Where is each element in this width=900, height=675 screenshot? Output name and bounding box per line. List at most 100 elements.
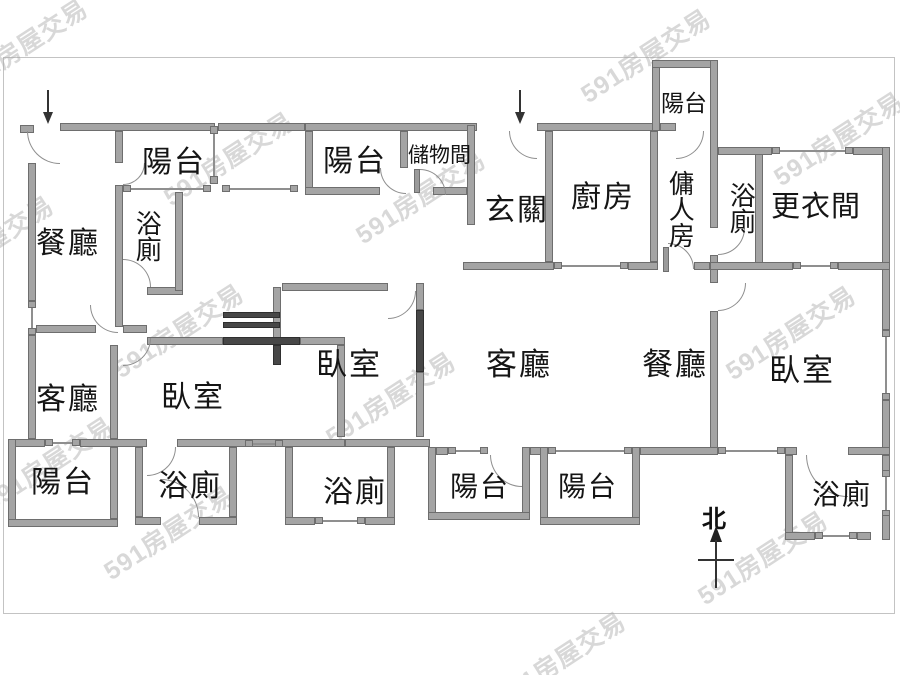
wall-segment [282, 283, 388, 291]
window [882, 330, 890, 337]
north-arrow-icon [698, 559, 734, 561]
wall-segment [710, 60, 718, 228]
closet-bar [223, 322, 280, 328]
wall-segment [147, 287, 183, 295]
wall-segment [110, 345, 118, 439]
closet-wall [223, 337, 300, 345]
window [245, 440, 253, 447]
wall-segment [285, 447, 293, 525]
window [28, 301, 36, 308]
window [123, 185, 131, 192]
room-label-bedroom-2: 臥室 [316, 347, 382, 382]
window [210, 126, 218, 134]
window [203, 185, 211, 192]
wall-segment [305, 123, 477, 131]
wall-segment [285, 517, 315, 525]
room-label-balcony-3: 陽台 [450, 472, 511, 503]
wall-segment [522, 447, 530, 520]
window [448, 447, 456, 454]
room-label-entry: 玄關 [485, 194, 549, 227]
room-label-balcony-4: 陽台 [558, 472, 619, 503]
window [315, 517, 323, 524]
window [131, 188, 203, 190]
wall-segment [135, 517, 161, 525]
room-label-bath-top: 浴廁 [726, 182, 756, 234]
window [53, 442, 72, 444]
wall-segment [416, 283, 424, 310]
window [885, 337, 887, 393]
wall-segment [785, 455, 793, 540]
room-label-dining-1: 餐廳 [36, 227, 100, 260]
north-arrow-icon [710, 526, 722, 542]
window [45, 439, 53, 446]
wall-segment [147, 337, 223, 345]
wall-segment [785, 447, 797, 455]
wall-segment [8, 519, 118, 527]
room-label-bath-bl: 浴廁 [158, 470, 222, 503]
room-label-dressing-room: 更衣間 [771, 191, 862, 223]
wall-segment [229, 447, 237, 517]
room-label-bedroom-3: 臥室 [769, 353, 835, 388]
room-label-maid-room: 傭人房 [665, 170, 695, 248]
plan-border [3, 57, 895, 614]
wall-segment [710, 311, 718, 455]
wall-segment [365, 517, 395, 525]
window [72, 439, 80, 446]
window [801, 265, 830, 267]
wall-segment [123, 325, 147, 333]
window [357, 517, 365, 524]
window [275, 440, 283, 447]
room-label-balcony-top: 陽台 [661, 91, 707, 116]
wall-segment [36, 325, 96, 333]
window [718, 447, 726, 454]
wall-segment [467, 125, 475, 225]
window [830, 262, 838, 269]
window [726, 450, 777, 452]
wall-segment [8, 439, 16, 527]
wall-segment [436, 447, 448, 455]
window [290, 185, 298, 192]
sliding-door [416, 310, 424, 372]
wall-segment [218, 123, 305, 131]
window [772, 147, 780, 154]
wall-segment [400, 131, 408, 168]
window [210, 176, 218, 184]
window [849, 532, 857, 539]
window [815, 532, 823, 539]
window [882, 393, 890, 400]
window [777, 447, 785, 454]
wall-segment [857, 532, 871, 540]
window [253, 443, 275, 445]
wall-segment [710, 262, 793, 270]
wall-segment [110, 447, 118, 519]
wall-segment [652, 60, 718, 68]
room-label-bath-br: 浴廁 [812, 480, 873, 511]
wall-segment [660, 123, 676, 131]
window [213, 134, 215, 176]
room-label-bath-center: 浴廁 [323, 476, 387, 509]
wall-segment [175, 192, 183, 291]
wall-segment [115, 185, 123, 327]
wall-segment [650, 131, 658, 262]
wall-segment [28, 163, 36, 301]
wall-segment [755, 147, 763, 270]
window [554, 262, 562, 269]
wall-segment [652, 60, 660, 131]
wall-segment [428, 512, 530, 520]
room-label-bedroom-1: 臥室 [161, 381, 225, 414]
room-label-bath-1: 浴廁 [132, 210, 162, 262]
wall-segment [115, 131, 123, 163]
north-arrow-icon [715, 540, 717, 588]
wall-segment [848, 447, 890, 455]
wall-segment [838, 262, 890, 270]
wall-segment [628, 262, 658, 270]
wall-segment [632, 447, 640, 525]
wall-segment [80, 439, 147, 447]
wall-segment [882, 147, 890, 330]
wall-segment [540, 517, 640, 525]
wall-segment [785, 532, 815, 540]
wall-segment [882, 515, 890, 540]
window [845, 147, 853, 154]
window [480, 447, 488, 454]
window [793, 262, 801, 269]
